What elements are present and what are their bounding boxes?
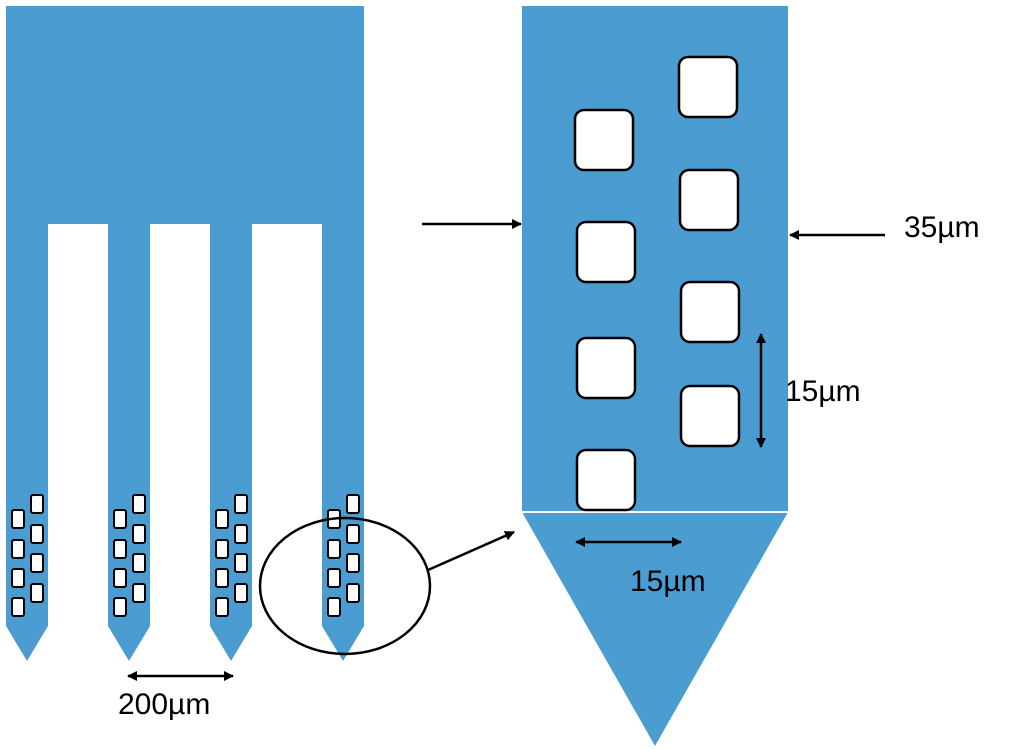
electrode-site: [132, 494, 146, 514]
electrode-site: [113, 539, 127, 559]
vertical-spacing-label: 15µm: [785, 375, 861, 408]
electrode-site: [11, 597, 25, 617]
probe-overview: [6, 6, 432, 661]
pitch-label: 200µm: [118, 688, 210, 721]
electrode-site: [234, 583, 248, 603]
electrode-site: [215, 568, 229, 588]
electrode-site: [234, 524, 248, 544]
electrode-site: [132, 553, 146, 573]
electrode-site: [30, 583, 44, 603]
shank: [6, 222, 48, 661]
electrode-site: [132, 524, 146, 544]
detail-shank-tip: [522, 512, 788, 746]
electrode-site: [215, 539, 229, 559]
electrode-site: [30, 494, 44, 514]
detail-electrode-site: [573, 108, 635, 172]
zoom-pointer-arrow: [427, 530, 515, 572]
electrode-site: [132, 583, 146, 603]
electrode-site: [327, 539, 341, 559]
detail-electrode-site: [575, 336, 637, 400]
electrode-site: [327, 568, 341, 588]
zoom-circle: [258, 516, 432, 656]
electrode-site: [234, 494, 248, 514]
electrode-site: [113, 509, 127, 529]
shank-tip: [6, 626, 48, 661]
detail-electrode-site: [677, 55, 739, 119]
electrode-site: [215, 509, 229, 529]
electrode-site: [215, 597, 229, 617]
detail-electrode-site: [575, 220, 637, 284]
detail-electrode-site: [575, 448, 637, 512]
electrode-site: [11, 509, 25, 529]
shank: [322, 222, 364, 661]
detail-electrode-site: [678, 168, 740, 232]
detail-electrode-site: [679, 280, 741, 344]
electrode-site: [346, 524, 360, 544]
electrode-site: [30, 553, 44, 573]
detail-electrode-site: [679, 384, 741, 448]
electrode-site: [113, 597, 127, 617]
shank-detail: [522, 6, 788, 746]
shank-tip: [210, 626, 252, 661]
electrode-site: [346, 494, 360, 514]
electrode-site: [11, 539, 25, 559]
shank-tip: [108, 626, 150, 661]
electrode-site: [30, 524, 44, 544]
electrode-site: [11, 568, 25, 588]
annotations: [127, 219, 885, 681]
horizontal-spacing-label: 15µm: [630, 565, 706, 598]
shank-tip: [322, 626, 364, 661]
electrode-site: [327, 597, 341, 617]
detail-shank-body: [522, 6, 788, 512]
electrode-site: [346, 553, 360, 573]
probe-base: [6, 6, 364, 224]
electrode-site: [113, 568, 127, 588]
electrode-site: [346, 583, 360, 603]
shank: [210, 222, 252, 661]
electrode-site: [234, 553, 248, 573]
shank-width-label: 35µm: [904, 211, 980, 244]
shank: [108, 222, 150, 661]
